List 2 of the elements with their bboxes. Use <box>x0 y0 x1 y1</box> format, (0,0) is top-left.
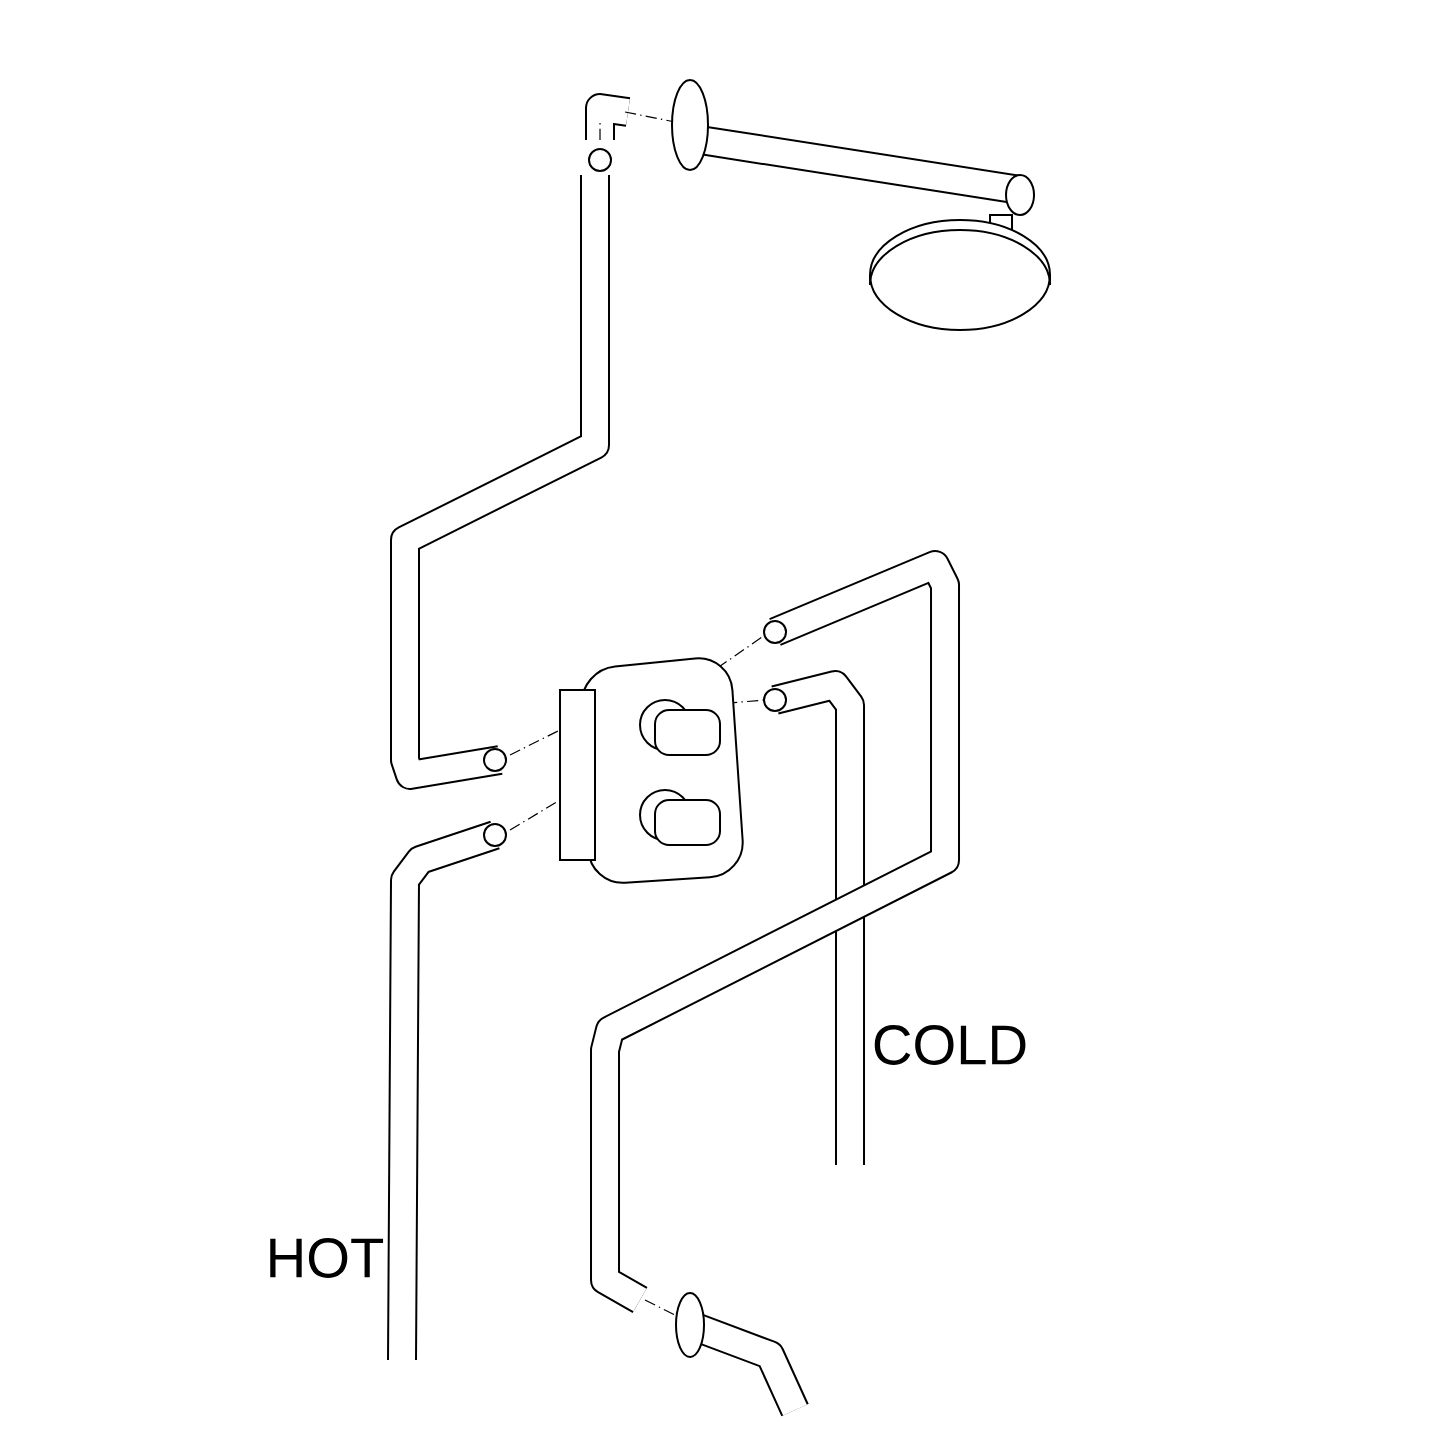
pipe-label: COLD <box>874 1025 1026 1065</box>
pipe-label: HOT <box>270 1238 384 1278</box>
